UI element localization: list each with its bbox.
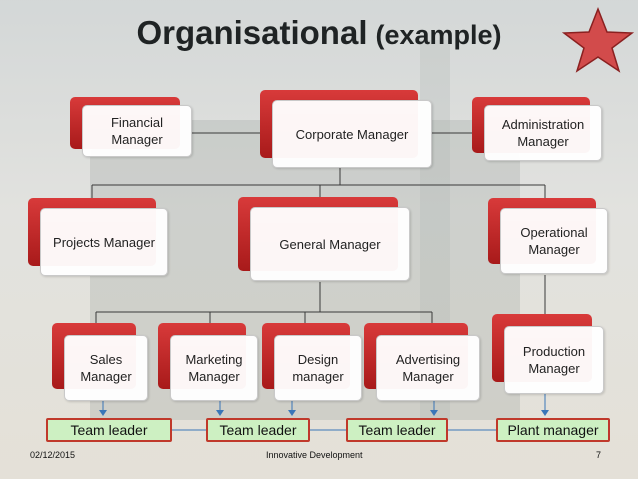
- plant-manager: Plant manager: [496, 418, 610, 442]
- page-number: 7: [596, 450, 601, 460]
- node-advertising-manager: Advertising Manager: [364, 323, 480, 401]
- node-design-manager: Design manager: [262, 323, 362, 401]
- node-label: General Manager: [250, 207, 410, 281]
- node-label: Marketing Manager: [170, 335, 258, 401]
- footer-date: 02/12/2015: [30, 450, 75, 460]
- node-projects-manager: Projects Manager: [28, 198, 168, 276]
- node-label: Projects Manager: [40, 208, 168, 276]
- team-leader-3: Team leader: [346, 418, 448, 442]
- node-financial-manager: Financial Manager: [70, 97, 192, 157]
- node-label: Administration Manager: [484, 105, 602, 161]
- team-leader-2: Team leader: [206, 418, 310, 442]
- node-label: Financial Manager: [82, 105, 192, 157]
- node-operational-manager: Operational Manager: [488, 198, 608, 276]
- footer-title: Innovative Development: [266, 450, 363, 460]
- team-leader-1: Team leader: [46, 418, 172, 442]
- node-general-manager: General Manager: [238, 197, 412, 283]
- node-administration-manager: Administration Manager: [472, 97, 602, 161]
- node-label: Corporate Manager: [272, 100, 432, 168]
- node-marketing-manager: Marketing Manager: [158, 323, 258, 401]
- node-corporate-manager: Corporate Manager: [260, 90, 432, 168]
- node-label: Operational Manager: [500, 208, 608, 274]
- node-label: Advertising Manager: [376, 335, 480, 401]
- node-label: Design manager: [274, 335, 362, 401]
- node-production-manager: Production Manager: [492, 314, 604, 394]
- node-label: Sales Manager: [64, 335, 148, 401]
- node-label: Production Manager: [504, 326, 604, 394]
- node-sales-manager: Sales Manager: [52, 323, 148, 401]
